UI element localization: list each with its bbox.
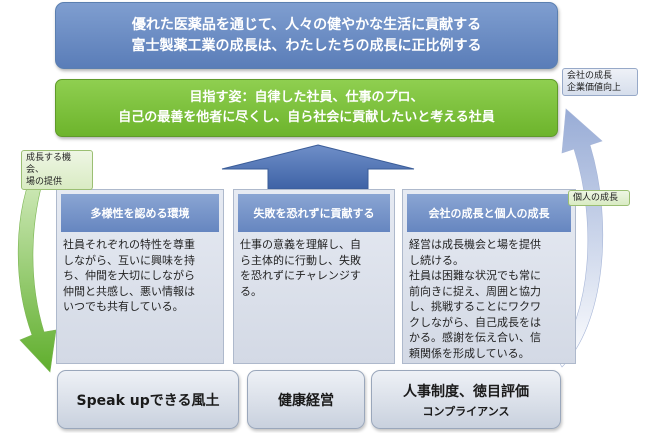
column-body: 経営は成長機会と場を提供 し続ける。 社員は困難な状況でも常に 前向きに捉え、周… — [409, 237, 569, 361]
column-text-line: ち、仲間を大切にしながら — [63, 269, 195, 282]
column-text-line: しながら、互いに興味を持 — [63, 253, 195, 267]
foundation-speak-up: Speak upできる風土 — [57, 370, 239, 429]
column-text-line: クしながら、自己成長をは — [409, 315, 541, 329]
column-title: 失敗を恐れずに貢献する — [238, 194, 390, 232]
column-text-line: 前向きに捉え、周囲と協力 — [409, 284, 541, 298]
vision-line-2: 自己の最善を他者に尽くし、自ら社会に貢献したいと考える社員 — [118, 110, 495, 125]
column-text-line: 社員は困難な状況でも常に — [409, 269, 541, 282]
column-text-line: を恐れずにチャレンジす — [240, 269, 361, 282]
note-growth-opportunity: 成長する機会、 場の提供 — [21, 150, 93, 190]
column-body: 仕事の意義を理解し、自 ら主体的に行動し、失敗 を恐れずにチャレンジす る。 — [240, 237, 388, 299]
column-text-line: ら主体的に行動し、失敗 — [240, 253, 361, 267]
vision-line-1: 目指す姿：自律した社員、仕事のプロ、 — [189, 90, 424, 105]
mission-box: 優れた医薬品を通じて、人々の健やかな生活に貢献する 富士製薬工業の成長は、わたし… — [55, 2, 558, 69]
mission-line-1: 優れた医薬品を通じて、人々の健やかな生活に貢献する — [131, 16, 482, 33]
foundation-sublabel: コンプライアンス — [422, 404, 510, 418]
note-line: 成長する機会、 — [26, 153, 72, 175]
column-diversity: 多様性を認める環境 社員それぞれの特性を尊重 しながら、互いに興味を持 ち、仲間… — [56, 189, 224, 364]
foundation-label: Speak upできる風土 — [76, 392, 220, 409]
column-growth: 会社の成長と個人の成長 経営は成長機会と場を提供 し続ける。 社員は困難な状況で… — [402, 189, 576, 364]
foundation-hr: 人事制度、徳目評価 コンプライアンス — [371, 370, 561, 429]
up-arrow — [221, 144, 415, 190]
vision-box: 目指す姿：自律した社員、仕事のプロ、 自己の最善を他者に尽くし、自ら社会に貢献し… — [55, 79, 558, 137]
column-text-line: 経営は成長機会と場を提供 — [409, 238, 541, 251]
right-cycle-arrow — [560, 108, 604, 368]
note-line: 会社の成長 — [567, 71, 613, 81]
left-cycle-arrow — [17, 163, 57, 373]
mission-line-2: 富士製薬工業の成長は、わたしたちの成長に正比例する — [131, 37, 482, 54]
column-title: 多様性を認める環境 — [61, 194, 219, 232]
column-text-line: る。 — [240, 284, 262, 298]
column-text-line: し、挑戦することにワクワ — [409, 300, 541, 313]
foundation-health: 健康経営 — [247, 370, 365, 429]
column-text-line: 頼関係を形成している。 — [409, 346, 530, 360]
column-text-line: 仕事の意義を理解し、自 — [240, 238, 361, 251]
column-text-line: いつでも共有している。 — [63, 300, 184, 313]
note-line: 個人の成長 — [573, 193, 619, 203]
column-text-line: 社員それぞれの特性を尊重 — [63, 238, 195, 251]
foundation-label: 健康経営 — [278, 392, 334, 409]
column-text-line: し続ける。 — [409, 253, 464, 267]
column-text-line: かる。感謝を伝え合い、信 — [409, 331, 541, 344]
column-challenge: 失敗を恐れずに貢献する 仕事の意義を理解し、自 ら主体的に行動し、失敗 を恐れず… — [233, 189, 395, 364]
column-text-line: 仲間と共感し、悪い情報は — [63, 284, 195, 298]
note-individual-growth: 個人の成長 — [568, 190, 630, 206]
column-title: 会社の成長と個人の成長 — [407, 194, 571, 232]
foundation-label: 人事制度、徳目評価 — [403, 383, 529, 400]
note-company-growth: 会社の成長 企業価値向上 — [562, 68, 638, 96]
note-line: 企業価値向上 — [567, 83, 622, 93]
column-body: 社員それぞれの特性を尊重 しながら、互いに興味を持 ち、仲間を大切にしながら 仲… — [63, 237, 217, 315]
note-line: 場の提供 — [26, 177, 63, 187]
